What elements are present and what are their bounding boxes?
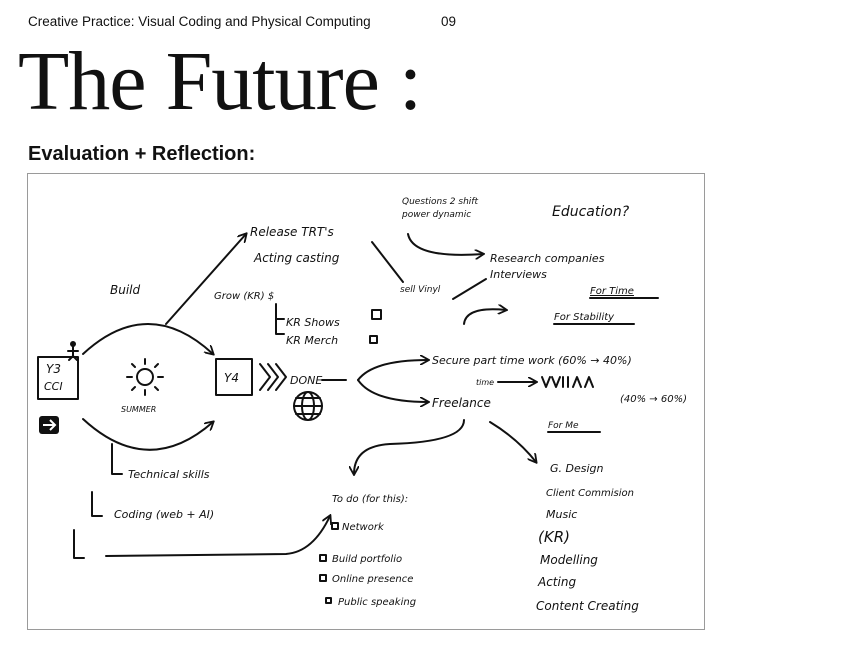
questions-label: Questions 2 shift	[402, 197, 478, 207]
y3-label: Y3	[46, 362, 61, 376]
todo-checkbox-speaking	[325, 597, 332, 604]
me-item-music: Music	[546, 508, 577, 521]
handwritten-mindmap-sketch: Y3 CCI SUMMER Build Y4 DONE Release TRT'…	[27, 173, 705, 630]
me-item-modelling: Modelling	[540, 553, 598, 567]
me-item-content: Content Creating	[536, 599, 639, 613]
secure-branch-arrow	[357, 360, 428, 381]
kr-merch-label: KR Merch	[286, 334, 338, 347]
sun-icon	[136, 368, 154, 386]
top-arc-arrow	[82, 323, 213, 354]
acting-casting-label: Acting casting	[253, 251, 340, 265]
freelance-label: Freelance	[432, 396, 491, 410]
growth-marks	[541, 376, 594, 388]
course-header: Creative Practice: Visual Coding and Phy…	[28, 14, 371, 29]
todo-checkbox-portfolio	[319, 554, 327, 562]
for-time-label: For Time	[590, 286, 634, 297]
freelance-ratio-label: (40% → 60%)	[620, 394, 687, 405]
power-dynamic-label: power dynamic	[401, 210, 471, 220]
me-item-g-design: G. Design	[550, 462, 604, 475]
y4-box	[215, 358, 253, 396]
build-label: Build	[110, 283, 141, 297]
sell-vinyl-label: sell Vinyl	[400, 285, 441, 295]
y3-box	[37, 356, 79, 400]
page-number: 09	[441, 14, 457, 29]
build-arrow	[165, 234, 246, 325]
technical-branch	[111, 443, 123, 475]
freelance-to-me-arrow	[489, 421, 536, 462]
coding-branch	[91, 491, 103, 517]
chevrons-icon	[259, 363, 287, 391]
todo-item-speaking: Public speaking	[338, 597, 416, 608]
todo-item-network: Network	[342, 522, 385, 533]
release-to-vinyl-line	[371, 241, 404, 283]
todo-item-online: Online presence	[332, 574, 413, 585]
bottom-branch	[73, 529, 85, 559]
summer-label: SUMMER	[121, 405, 156, 414]
kr-merch-checkbox	[369, 335, 378, 344]
questions-arrow	[407, 233, 483, 255]
person-body-icon	[67, 346, 79, 361]
time-label: time	[476, 378, 494, 387]
cci-label: CCI	[44, 380, 63, 393]
bottom-to-todo-arrow	[105, 516, 330, 557]
interviews-label: Interviews	[490, 268, 547, 281]
freelance-to-todo-arrow	[354, 419, 465, 474]
arrow-box-glyph	[43, 419, 57, 431]
grow-bracket	[275, 303, 285, 335]
for-stability-label: For Stability	[554, 312, 615, 323]
for-me-label: For Me	[548, 421, 579, 431]
person-icon	[70, 341, 76, 347]
sketch-canvas: Y3 CCI SUMMER Build Y4 DONE Release TRT'…	[37, 197, 687, 613]
sun-rays	[126, 358, 164, 396]
technical-skills-label: Technical skills	[128, 468, 210, 481]
globe-parallels	[293, 397, 323, 415]
done-label: DONE	[290, 374, 322, 387]
me-item-acting: Acting	[537, 575, 576, 589]
education-label: Education?	[552, 204, 630, 220]
section-heading: Evaluation + Reflection:	[28, 143, 256, 165]
todo-title: To do (for this):	[332, 494, 408, 505]
kr-shows-checkbox	[371, 309, 382, 320]
me-item-kr: (KR)	[538, 528, 570, 546]
grow-label: Grow (KR) $	[214, 291, 274, 302]
coding-label: Coding (web + AI)	[114, 508, 214, 521]
bottom-arc-arrow	[82, 418, 213, 451]
page-title: The Future :	[18, 35, 422, 128]
freelance-branch-arrow	[357, 379, 428, 402]
stability-arrow	[463, 309, 506, 325]
todo-checkbox-network	[331, 522, 339, 530]
research-label: Research companies	[490, 252, 605, 265]
research-to-vinyl-line	[452, 278, 487, 300]
me-item-client: Client Commision	[546, 488, 634, 499]
kr-shows-label: KR Shows	[286, 316, 340, 329]
release-label: Release TRT's	[250, 225, 334, 239]
todo-item-portfolio: Build portfolio	[332, 554, 402, 565]
todo-checkbox-online	[319, 574, 327, 582]
secure-work-label: Secure part time work (60% → 40%)	[432, 354, 632, 367]
y4-label: Y4	[224, 371, 239, 385]
